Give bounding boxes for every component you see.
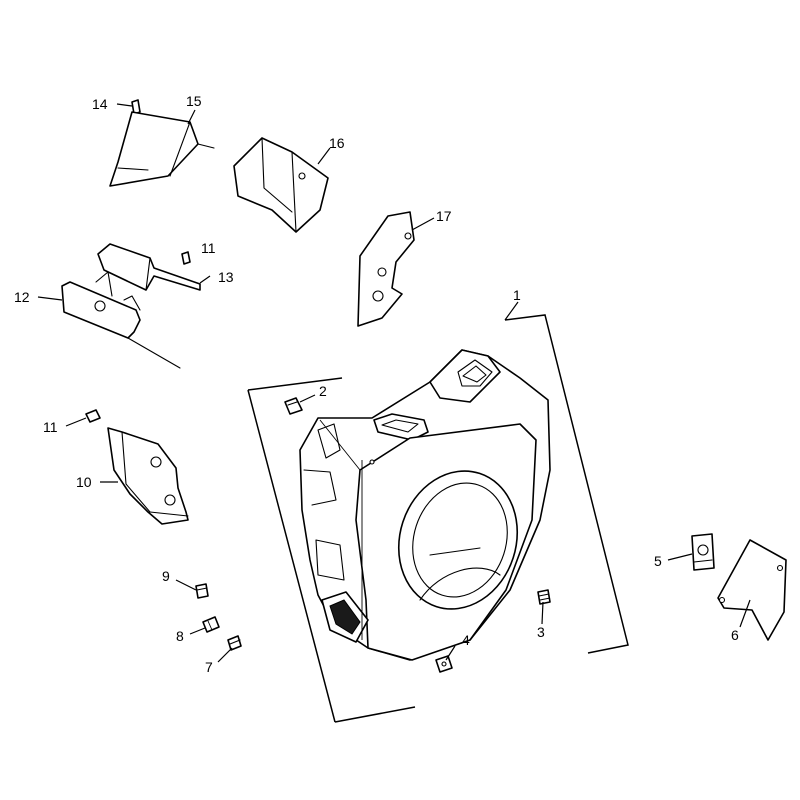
callout-16: 16 [329,135,345,151]
part-13-bracket[interactable] [97,243,201,291]
callout-8: 8 [176,628,184,644]
callout-10: 10 [76,474,92,490]
callout-14: 14 [92,96,108,112]
part-17-bracket[interactable] [357,211,415,327]
leader-lines [37,103,751,663]
part-8-stud[interactable] [202,616,220,633]
part-11-screw-lower[interactable] [85,409,101,423]
callout-15: 15 [186,93,202,109]
callout-13: 13 [218,269,234,285]
part-15-guard[interactable] [109,111,215,187]
callout-11-lower: 11 [43,419,58,435]
part-2-clip[interactable] [284,397,303,415]
callout-12: 12 [14,289,30,305]
callout-3: 3 [537,624,545,640]
callout-2: 2 [319,383,327,399]
part-4-nut-clip[interactable] [435,655,453,673]
callout-9: 9 [162,568,170,584]
callout-5: 5 [654,553,662,569]
part-3-screw[interactable] [537,589,551,605]
callout-7: 7 [205,659,213,675]
part-16-baffle[interactable] [233,137,329,233]
callout-labels: 1 2 3 4 5 6 7 8 9 10 11 11 12 13 14 15 1… [14,93,739,675]
callout-6: 6 [731,627,739,643]
callout-11-upper: 11 [201,240,216,256]
part-6-side-plate[interactable] [717,539,787,641]
part-12-cover-plate[interactable] [61,271,181,369]
part-10-bracket[interactable] [107,427,189,525]
callout-4: 4 [462,632,470,648]
part-14-screw[interactable] [131,99,141,115]
part-9-screw[interactable] [195,583,209,599]
part-5-clip-nut[interactable] [691,533,715,571]
part-7-bolt[interactable] [227,635,242,651]
part-1-blower-housing[interactable] [247,314,629,723]
callout-1: 1 [513,287,521,303]
callout-17: 17 [436,208,452,224]
part-11-screw-upper[interactable] [181,251,191,265]
